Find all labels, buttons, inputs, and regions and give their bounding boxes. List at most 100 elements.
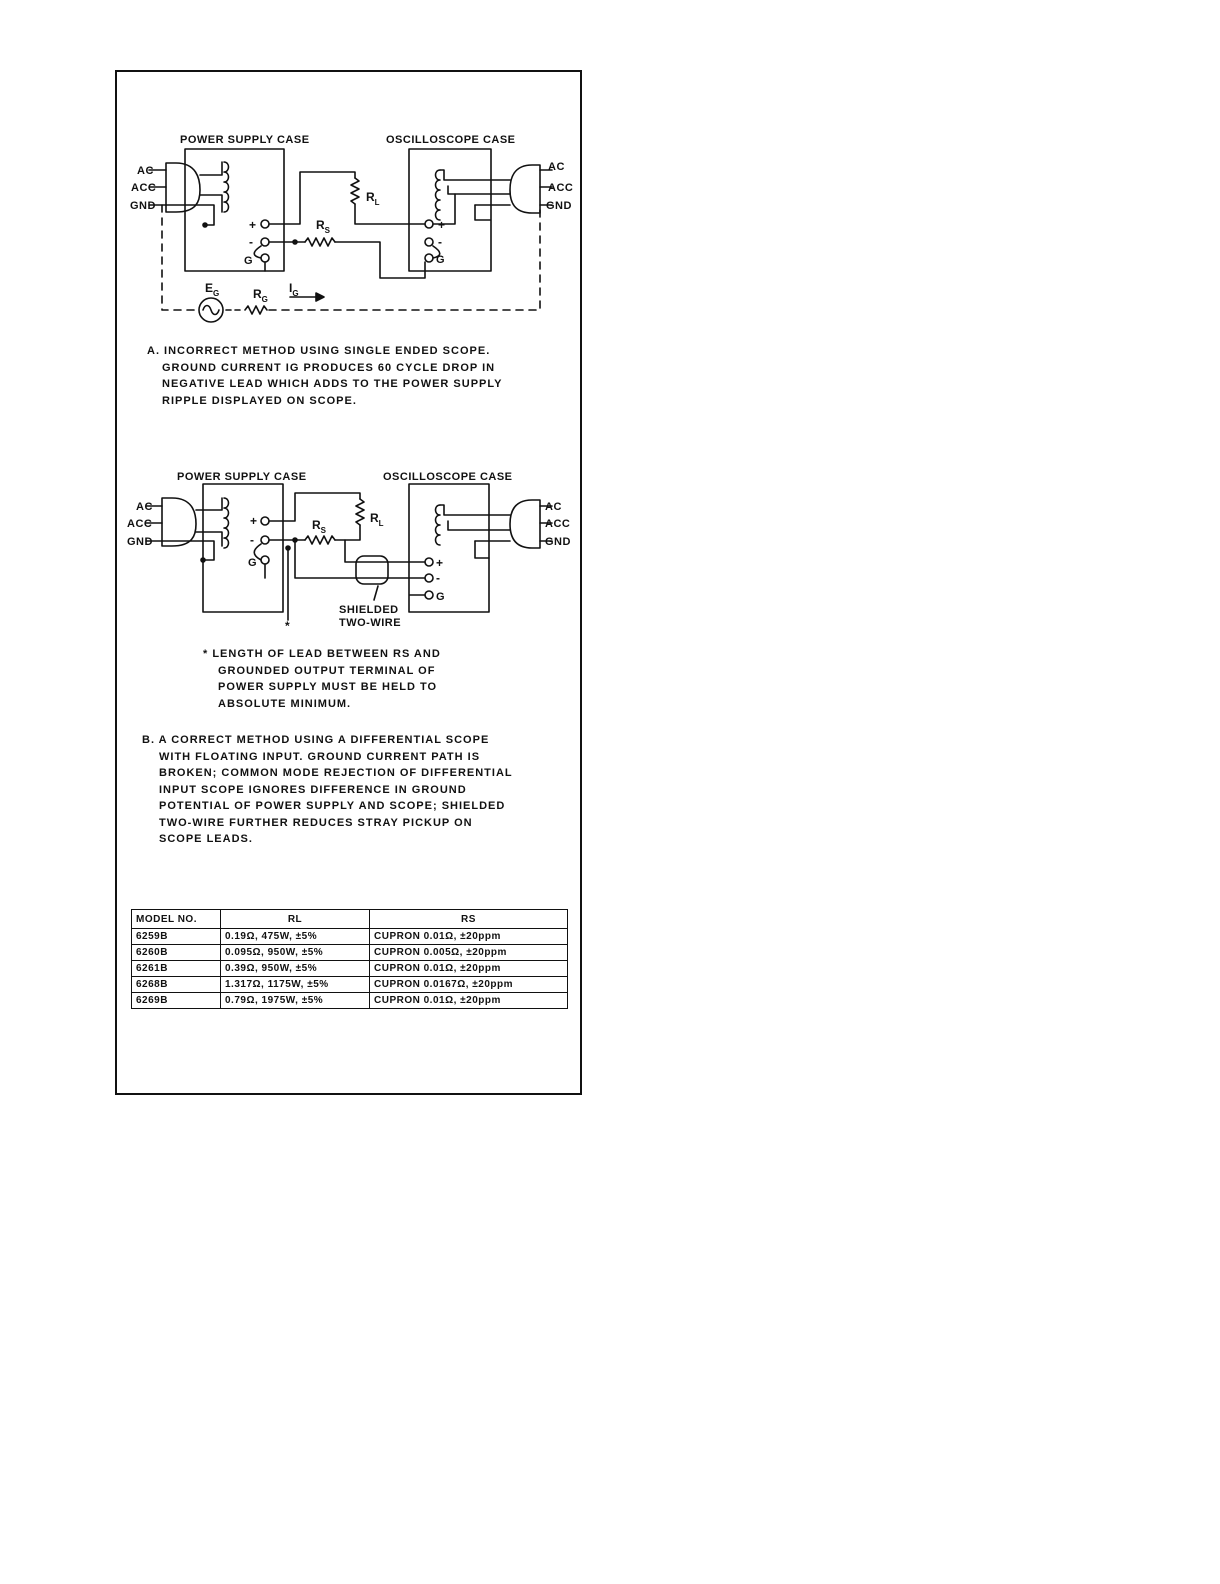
scope-terminal-g-b [424,590,434,600]
label-gnd-scope-b: GND [545,536,571,548]
caption-b-line: B. A CORRECT METHOD USING A DIFFERENTIAL… [142,734,490,746]
ac-source-eg [198,297,224,323]
cell-rl: 0.79Ω, 1975W, ±5% [220,992,370,1009]
caption-b: B. A CORRECT METHOD USING A DIFFERENTIAL… [142,732,513,848]
caption-b-line: WITH FLOATING INPUT. GROUND CURRENT PATH… [159,750,481,763]
cell-model: 6269B [131,992,221,1009]
oscilloscope-case-b [408,483,490,613]
diagram-b [145,483,553,621]
label-ac-scope-a: AC [548,161,565,173]
terminal-minus-b [260,535,270,545]
table-header-row: MODEL NO. RL RS [131,909,568,929]
label-asterisk: * [285,619,290,633]
terminal-g-b [260,555,270,565]
label-g-a: G [244,255,253,267]
caption-b-line: INPUT SCOPE IGNORES DIFFERENCE IN GROUND [159,783,467,796]
cell-rl: 1.317Ω, 1175W, ±5% [220,976,370,993]
resistor-rl-a [350,177,360,205]
power-supply-case-b [202,483,284,613]
label-shielded: SHIELDED [339,604,399,616]
label-g-scope-a: G [436,254,445,266]
cell-rs: CUPRON 0.005Ω, ±20ppm [369,944,568,961]
transformer-coil-scope-a [434,169,441,221]
label-minus-scope-b: - [436,571,440,585]
terminal-plus-b [260,516,270,526]
current-arrow-ig [315,292,325,302]
scope-terminal-plus-b [424,557,434,567]
label-acc-scope-a: ACC [548,182,573,194]
diagram-a [148,148,553,323]
oscilloscope-case-a [408,148,492,272]
cell-rs: CUPRON 0.01Ω, ±20ppm [369,960,568,977]
table-row: 6268B 1.317Ω, 1175W, ±5% CUPRON 0.0167Ω,… [131,976,568,993]
ground-loop-left [161,204,197,311]
caption-a-line: A. INCORRECT METHOD USING SINGLE ENDED S… [147,345,491,357]
caption-a-line: GROUND CURRENT IG PRODUCES 60 CYCLE DROP… [162,361,496,374]
label-acc-scope-b: ACC [545,518,570,530]
resistor-rs-b [304,535,336,545]
label-oscilloscope-case-b: OSCILLOSCOPE CASE [383,471,513,483]
note-b: * LENGTH OF LEAD BETWEEN RS AND GROUNDED… [203,646,441,712]
label-rs-a: RS [316,218,331,235]
label-plus-scope-b: + [436,556,443,570]
label-rl-a: RL [366,190,380,207]
table-row: 6269B 0.79Ω, 1975W, ±5% CUPRON 0.01Ω, ±2… [131,992,568,1009]
power-supply-case-a [184,148,285,272]
terminal-plus-a [260,219,270,229]
label-rg: RG [253,287,268,304]
caption-b-line: TWO-WIRE FURTHER REDUCES STRAY PICKUP ON [159,816,473,829]
label-power-supply-case-a: POWER SUPPLY CASE [180,134,310,146]
cell-model: 6260B [131,944,221,961]
cell-rl: 0.095Ω, 950W, ±5% [220,944,370,961]
scope-plug-a [509,164,541,214]
header-rl: RL [220,909,370,929]
label-gnd-b: GND [127,536,153,548]
caption-b-line: BROKEN; COMMON MODE REJECTION OF DIFFERE… [159,767,513,779]
note-b-line: ABSOLUTE MINIMUM. [218,697,352,710]
cell-rs: CUPRON 0.01Ω, ±20ppm [369,992,568,1009]
power-plug-a [165,162,201,213]
table-row: 6259B 0.19Ω, 475W, ±5% CUPRON 0.01Ω, ±20… [131,928,568,945]
label-plus-scope-a: + [438,218,445,232]
label-eg: EG [205,281,219,298]
note-b-line: POWER SUPPLY MUST BE HELD TO [218,681,438,693]
label-g-b: G [248,557,257,569]
label-g-scope-b: G [436,591,445,603]
label-acc-a: ACC [131,182,156,194]
header-model-no: MODEL NO. [131,909,221,929]
transformer-coil-b [223,497,230,549]
scope-plug-b [509,499,541,549]
power-plug-b [161,497,197,547]
scope-terminal-minus-a [424,237,434,247]
label-ac-b: AC [136,501,153,513]
shield-cable [355,555,389,585]
resistor-rl-b [355,498,365,526]
header-rs: RS [369,909,568,929]
terminal-minus-a [260,237,270,247]
scope-terminal-g-a [424,253,434,263]
resistor-rs-a [304,237,336,247]
caption-a: A. INCORRECT METHOD USING SINGLE ENDED S… [147,343,502,409]
label-ac-a: AC [137,165,154,177]
table-row: 6260B 0.095Ω, 950W, ±5% CUPRON 0.005Ω, ±… [131,944,568,961]
resistor-rg [244,305,268,315]
scope-terminal-minus-b [424,573,434,583]
cell-rl: 0.39Ω, 950W, ±5% [220,960,370,977]
label-acc-b: ACC [127,518,152,530]
note-b-line: * LENGTH OF LEAD BETWEEN RS AND [203,648,441,660]
label-rs-b: RS [312,518,327,535]
cell-model: 6261B [131,960,221,977]
label-gnd-a: GND [130,200,156,212]
table-row: 6261B 0.39Ω, 950W, ±5% CUPRON 0.01Ω, ±20… [131,960,568,977]
caption-b-line: SCOPE LEADS. [159,833,253,845]
label-rl-b: RL [370,511,384,528]
label-plus-b: + [250,514,257,528]
transformer-coil-scope-b [434,504,441,546]
caption-a-line: RIPPLE DISPLAYED ON SCOPE. [162,394,357,407]
cell-rl: 0.19Ω, 475W, ±5% [220,928,370,945]
label-power-supply-case-b: POWER SUPPLY CASE [177,471,307,483]
cell-model: 6268B [131,976,221,993]
label-minus-b: - [250,533,254,547]
note-b-line: GROUNDED OUTPUT TERMINAL OF [218,664,436,677]
